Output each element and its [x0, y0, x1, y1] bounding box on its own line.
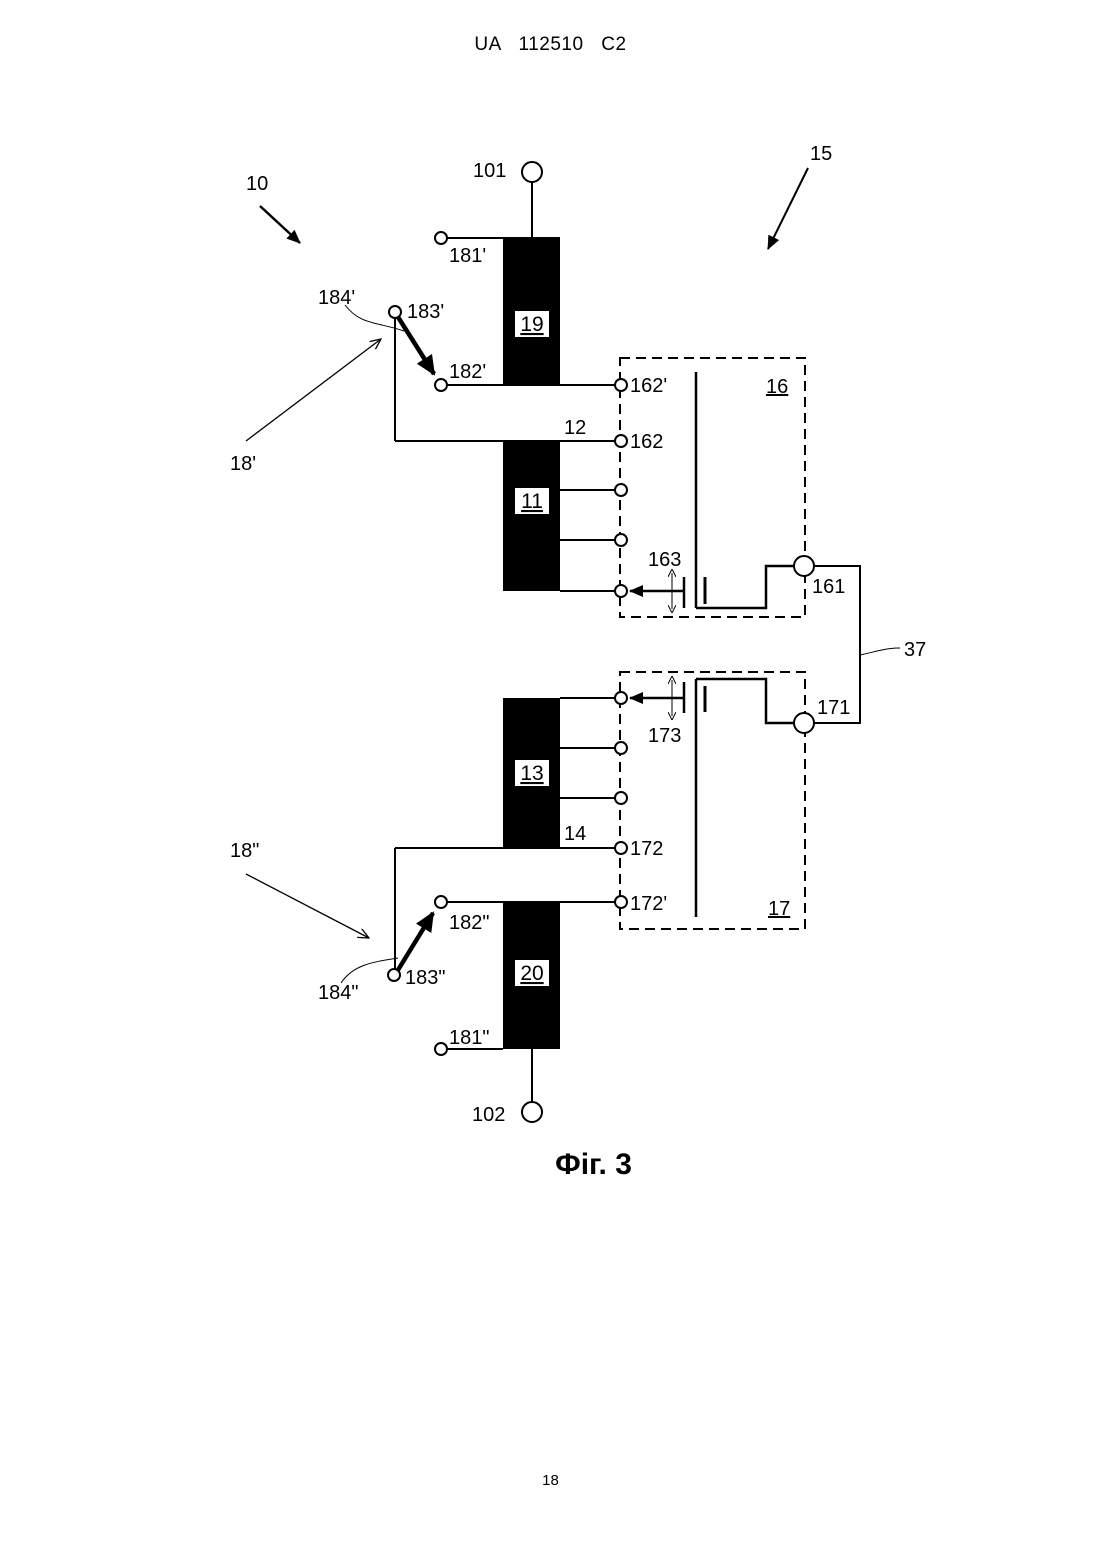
label-17: 17	[768, 898, 790, 920]
terminal-161	[794, 556, 814, 576]
label-181p: 181'	[449, 245, 486, 267]
label-184p: 184'	[318, 287, 355, 309]
page-number: 18	[0, 1472, 1101, 1489]
label-12: 12	[564, 417, 586, 439]
terminal-182pp	[435, 896, 447, 908]
label-183pp: 183"	[405, 967, 445, 989]
tap-changer-17	[620, 672, 805, 929]
label-183p: 183'	[407, 301, 444, 323]
label-161: 161	[812, 576, 845, 598]
label-16: 16	[766, 376, 788, 398]
label-182pp: 182"	[449, 912, 489, 934]
label-101: 101	[473, 160, 506, 182]
label-10: 10	[246, 173, 268, 195]
block-label-13: 13	[520, 762, 543, 785]
terminal-181p	[435, 232, 447, 244]
label-181pp: 181"	[449, 1027, 489, 1049]
label-162p: 162'	[630, 375, 667, 397]
block-label-11: 11	[521, 490, 543, 513]
figure-caption: Фіг. 3	[0, 1148, 1101, 1182]
winding-11	[503, 441, 560, 591]
block-label-20: 20	[520, 962, 543, 985]
label-171: 171	[817, 697, 850, 719]
label-102: 102	[472, 1104, 505, 1126]
label-172p: 172'	[630, 893, 667, 915]
terminal-102	[522, 1102, 542, 1122]
terminal-183pp	[388, 969, 400, 981]
terminal-101	[522, 162, 542, 182]
terminal-171	[794, 713, 814, 733]
label-172: 172	[630, 838, 663, 860]
label-14: 14	[564, 823, 586, 845]
label-182p: 182'	[449, 361, 486, 383]
label-162: 162	[630, 431, 663, 453]
label-37: 37	[904, 639, 926, 661]
switch-arm-184p	[398, 317, 434, 374]
terminal-183p	[389, 306, 401, 318]
label-18pp: 18"	[230, 840, 259, 862]
label-184pp: 184"	[318, 982, 358, 1004]
block-label-19: 19	[520, 313, 543, 336]
label-15: 15	[810, 143, 832, 165]
switch-arm-184pp	[398, 913, 433, 970]
label-163: 163	[648, 549, 681, 571]
label-173: 173	[648, 725, 681, 747]
label-18p: 18'	[230, 453, 256, 475]
terminal-182p	[435, 379, 447, 391]
terminal-181pp	[435, 1043, 447, 1055]
